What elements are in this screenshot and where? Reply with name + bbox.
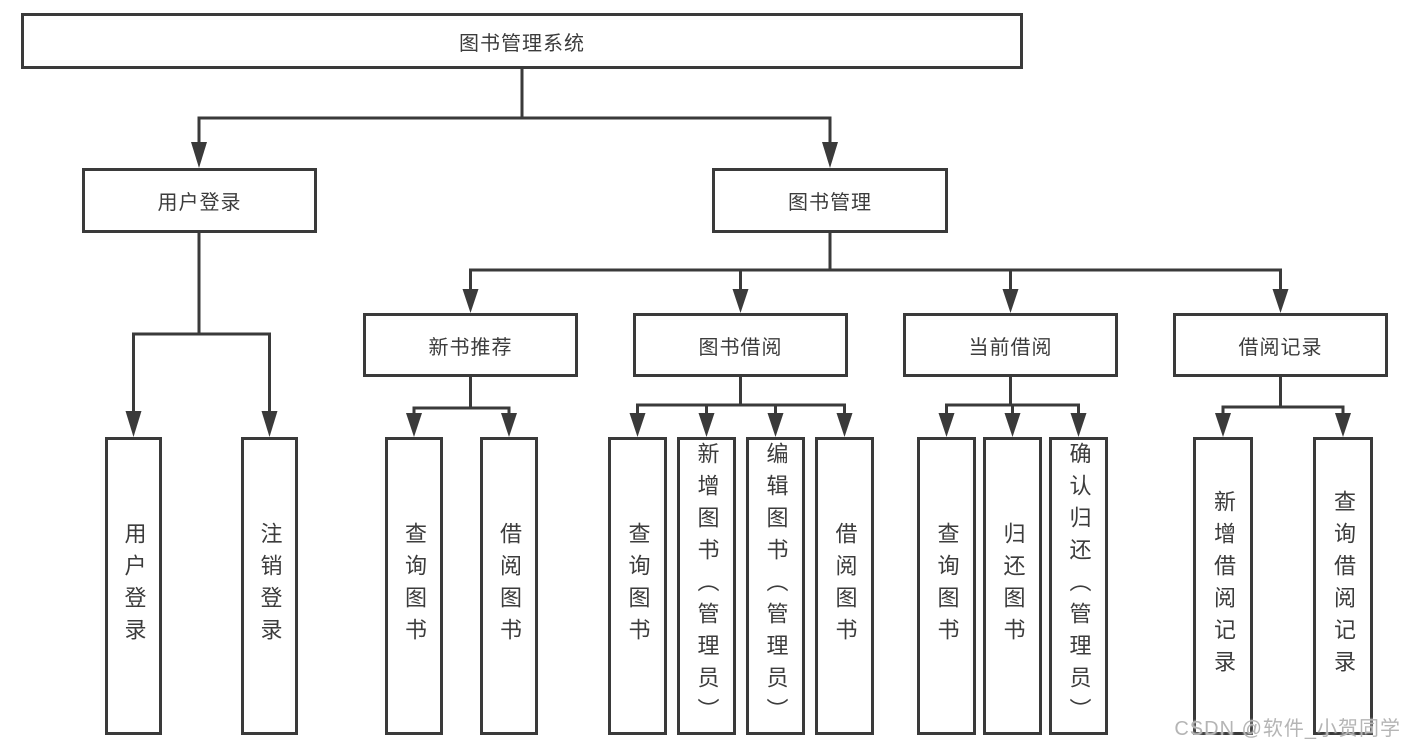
leaf-record-add-borrow-record: 新增借阅记录 <box>1193 437 1253 735</box>
csdn-watermark: CSDN @软件_小贺同学 <box>1174 718 1401 740</box>
leaf-logout: 注销登录 <box>241 437 298 735</box>
leaf-borrow-edit-book-admin: 编辑图书（管理员） <box>746 437 805 735</box>
leaf-borrow-query-book: 查询图书 <box>608 437 667 735</box>
node-new-book-recommend: 新书推荐 <box>363 313 578 377</box>
leaf-borrow-borrow-book: 借阅图书 <box>815 437 874 735</box>
leaf-recommend-borrow-book: 借阅图书 <box>480 437 538 735</box>
leaf-borrow-add-book-admin: 新增图书（管理员） <box>677 437 736 735</box>
node-user-login: 用户登录 <box>82 168 317 233</box>
leaf-current-return-book: 归还图书 <box>983 437 1042 735</box>
node-library-management-system: 图书管理系统 <box>21 13 1023 69</box>
leaf-current-confirm-return-admin: 确认归还（管理员） <box>1049 437 1108 735</box>
leaf-current-query-book: 查询图书 <box>917 437 976 735</box>
leaf-recommend-query-book: 查询图书 <box>385 437 443 735</box>
arrowheads <box>125 142 1351 437</box>
node-current-borrow: 当前借阅 <box>903 313 1118 377</box>
node-borrow-record: 借阅记录 <box>1173 313 1388 377</box>
node-book-borrow: 图书借阅 <box>633 313 848 377</box>
leaf-user-login: 用户登录 <box>105 437 162 735</box>
connector-strokes <box>132 69 1345 420</box>
node-book-management: 图书管理 <box>712 168 948 233</box>
leaf-record-query-borrow-record: 查询借阅记录 <box>1313 437 1373 735</box>
